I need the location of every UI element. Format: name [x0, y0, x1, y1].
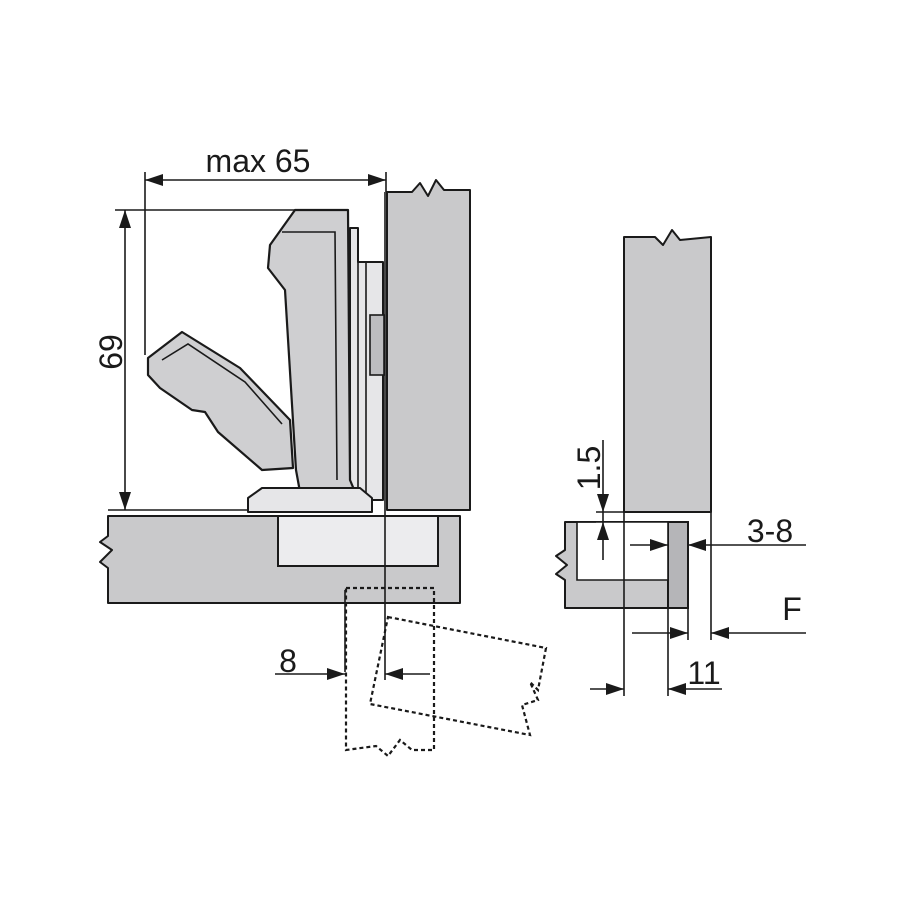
- hinge-arm-highlight: [282, 231, 338, 481]
- hinge-arm: [266, 208, 357, 494]
- dimension-offset: 8: [275, 192, 430, 680]
- dimension-height-label: 69: [93, 334, 129, 370]
- hinge-cup-base: [247, 487, 373, 513]
- door-edge-strip: [667, 521, 689, 609]
- mounting-plate-detail: [357, 262, 367, 500]
- dimension-max-width: max 65: [144, 143, 387, 355]
- dimension-cup-distance-label: 11: [687, 655, 720, 691]
- door-inner-notch: [576, 521, 669, 581]
- dimension-overlay-range: 3-8: [630, 513, 806, 551]
- open-door-outline: [368, 615, 548, 737]
- dimension-f: F: [632, 512, 806, 640]
- dimension-cup-distance: 11: [590, 512, 722, 696]
- dimension-height: 69: [93, 209, 295, 511]
- hinge-lever-highlight: [161, 343, 283, 425]
- dimension-f-label: F: [782, 591, 802, 627]
- cabinet-side-panel: [386, 179, 471, 511]
- dimension-gap-label: 1.5: [571, 446, 607, 490]
- dimension-gap: 1.5: [565, 440, 624, 560]
- dimension-overlay-range-label: 3-8: [747, 513, 793, 549]
- hinge-lever: [146, 330, 295, 472]
- dimension-max-width-label: max 65: [206, 143, 311, 179]
- cabinet-side-panel-detail: [623, 229, 712, 513]
- door-opening-outline: [344, 586, 436, 758]
- hinge-cup-recess: [277, 515, 439, 567]
- dimension-offset-label: 8: [279, 643, 297, 679]
- mounting-plate-slot: [369, 314, 385, 376]
